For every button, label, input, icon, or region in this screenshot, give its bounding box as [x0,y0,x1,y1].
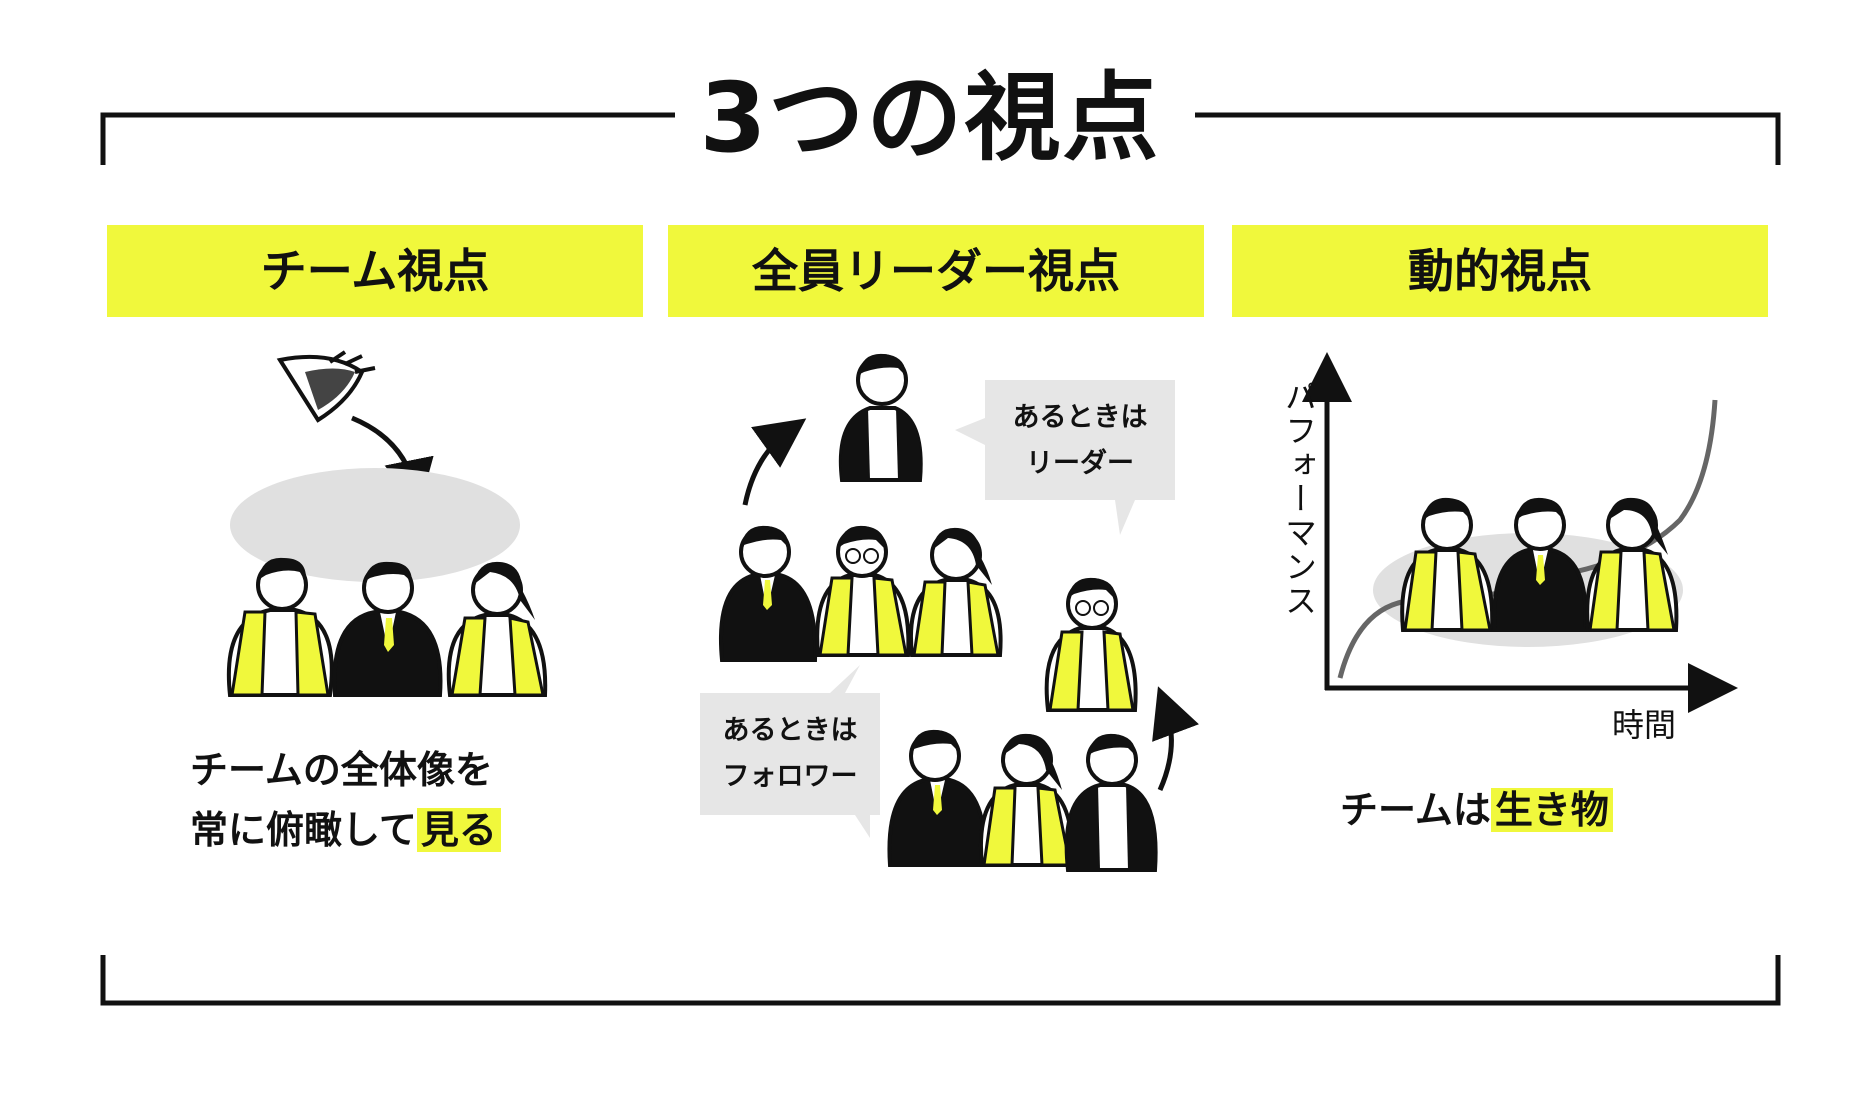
team-area-ellipse [230,468,520,582]
eye-icon [276,350,376,423]
x-axis-label: 時間 [1612,706,1677,744]
person-yellow-4 [979,733,1075,867]
bubble-follower-line2: フォロワー [722,761,858,792]
person-yellow-2 [446,561,548,697]
panel-heading-dynamic: 動的視点 [1232,225,1768,317]
person-yellow-3 [909,527,1003,657]
bubble-leader-line1: あるときは [1012,402,1148,433]
bubble-leader-line2: リーダー [1026,448,1134,479]
y-axis-label: パフォーマンス [1280,380,1318,618]
person-yellow-6 [1585,497,1679,632]
team-caption: チームの全体像を 常に俯瞰して見る [190,740,501,860]
person-suit-3 [887,729,988,867]
performance-axes [1302,352,1738,713]
person-yellow-5 [1400,497,1495,632]
person-suit-2 [719,525,818,662]
person-yellow-glasses-2 [1044,577,1138,712]
speech-bubble-follower [700,665,880,838]
bottom-bracket [100,955,1781,1006]
promote-arrow-icon [742,418,807,506]
panel-heading-leader: 全員リーダー視点 [668,225,1204,317]
team-caption-highlight: 見る [416,808,501,852]
team-caption-line2-plain: 常に俯瞰して [190,808,417,852]
person-yellow-glasses-1 [815,525,911,657]
top-bracket [100,112,1781,165]
dynamic-caption-highlight: 生き物 [1490,788,1613,832]
person-leader [838,353,923,482]
page-title: 3つの視点 [699,62,1161,174]
bubble-follower-line1: あるときは [722,715,858,746]
dynamic-caption: チームは生き物 [1340,780,1613,840]
panel-heading-team: チーム視点 [107,225,643,317]
person-suit-4 [1492,497,1588,632]
speech-bubble-leader [955,380,1175,535]
person-yellow-1 [226,557,334,697]
bubble-follower-text: あるときは フォロワー [700,708,880,800]
person-suit-1 [332,561,443,697]
team-caption-line2: 常に俯瞰して見る [190,800,501,860]
dynamic-caption-plain: チームは [1340,788,1491,832]
team-caption-line1: チームの全体像を [190,748,493,792]
person-jacket [1064,733,1158,872]
bubble-leader-text: あるときは リーダー [985,395,1175,487]
rotate-arrow-icon [1152,686,1199,792]
